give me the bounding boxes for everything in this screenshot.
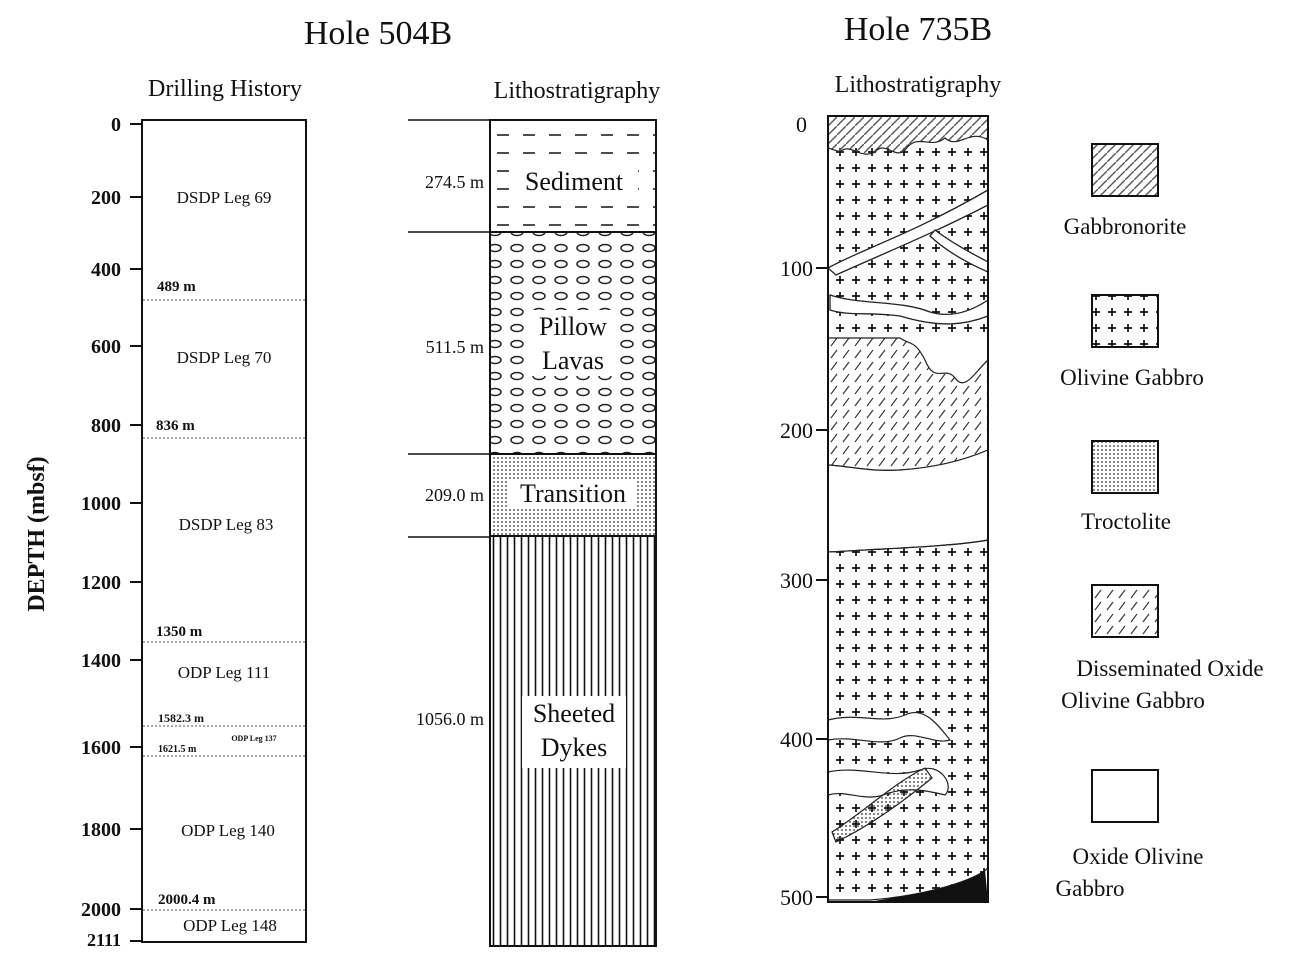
unit-label: Dykes: [541, 733, 607, 762]
depth-tick-0: 0: [111, 114, 121, 136]
depth-tick-800: 800: [91, 415, 121, 437]
legend-label: Olivine Gabbro: [1060, 365, 1204, 390]
unit-label: Sheeted: [533, 699, 615, 728]
legend: [1091, 143, 1159, 823]
legend-label: Gabbro: [1056, 876, 1125, 901]
depth-tick-1200: 1200: [81, 572, 121, 594]
boundary-depth-label: 1582.3 m: [158, 711, 204, 725]
gabbronorite-cap: [827, 115, 989, 155]
thickness-label: 511.5 m: [426, 337, 484, 357]
drilling-history-column: [141, 119, 307, 943]
boundary-depth-label: 489 m: [157, 279, 196, 295]
litho-504b-column: [489, 119, 657, 947]
unit-label: Pillow: [539, 312, 607, 341]
depth-ticks: [130, 123, 142, 942]
leg-boundary-lines: [143, 299, 305, 911]
litho-735b-column: [826, 115, 989, 903]
title-hole-504b: Hole 504B: [304, 15, 452, 52]
depth-ticks-735b: [816, 267, 828, 898]
title-hole-735b: Hole 735B: [844, 11, 992, 48]
depth-tick-735b: 300: [780, 568, 813, 593]
depth-tick-1800: 1800: [81, 819, 121, 841]
depth-tick-1600: 1600: [81, 737, 121, 759]
depth-tick-735b: 200: [780, 418, 813, 443]
depth-tick-735b: 0: [796, 112, 807, 137]
leg-label: DSDP Leg 83: [179, 515, 274, 534]
thickness-label: 274.5 m: [425, 172, 484, 192]
legend-swatch-oxide-olivine-gabbro: [1091, 769, 1159, 823]
thickness-divider-lines: [408, 119, 490, 538]
depth-tick-1000: 1000: [81, 493, 121, 515]
legend-label: Oxide Olivine: [1073, 844, 1204, 869]
header-litho-504b: Lithostratigraphy: [494, 78, 661, 104]
depth-tick-600: 600: [91, 336, 121, 358]
legend-label: Troctolite: [1081, 509, 1171, 534]
label-bg: [527, 310, 619, 376]
label-bg: [522, 696, 626, 768]
depth-tick-2111: 2111: [87, 930, 121, 949]
leg-label: ODP Leg 148: [183, 916, 277, 935]
depth-tick-2000: 2000: [81, 899, 121, 921]
unit-label: Sediment: [525, 167, 624, 196]
depth-tick-200: 200: [91, 187, 121, 209]
label-bg: [509, 480, 637, 508]
depth-tick-735b: 500: [780, 885, 813, 910]
unit-label: Transition: [520, 479, 626, 508]
depth-tick-735b: 400: [780, 727, 813, 752]
boundary-depth-label: 2000.4 m: [158, 892, 216, 908]
depth-axis-label: DEPTH (mbsf): [24, 456, 50, 611]
depth-tick-400: 400: [91, 259, 121, 281]
vein: [827, 712, 952, 743]
leg-label: DSDP Leg 70: [177, 348, 272, 367]
boundary-depth-label: 1621.5 m: [158, 744, 197, 755]
leg-label: ODP Leg 137: [231, 734, 276, 743]
leg-label: DSDP Leg 69: [177, 188, 272, 207]
boundary-depth-label: 836 m: [156, 418, 195, 434]
leg-label: ODP Leg 111: [178, 663, 271, 682]
legend-swatch-disseminated-oxide: [1091, 584, 1159, 638]
troctolite-lens: [831, 767, 933, 843]
legend-label: Gabbronorite: [1064, 214, 1187, 239]
legend-label: Olivine Gabbro: [1061, 688, 1205, 713]
thickness-label: 1056.0 m: [416, 709, 484, 729]
boundary-depth-label: 1350 m: [156, 624, 203, 640]
label-bg: [512, 166, 638, 196]
legend-swatch-gabbronorite: [1091, 143, 1159, 197]
unit-label: Lavas: [542, 346, 604, 375]
header-drilling-history: Drilling History: [148, 76, 302, 102]
bottom-contact: [868, 870, 988, 902]
legend-swatch-troctolite: [1091, 440, 1159, 494]
thickness-label: 209.0 m: [425, 485, 484, 505]
legend-label: Disseminated Oxide: [1076, 656, 1263, 681]
depth-tick-1400: 1400: [81, 650, 121, 672]
legend-swatch-olivine-gabbro: [1091, 294, 1159, 348]
header-litho-735b: Lithostratigraphy: [835, 72, 1002, 98]
leg-label: ODP Leg 140: [181, 821, 275, 840]
depth-tick-735b: 100: [780, 256, 813, 281]
